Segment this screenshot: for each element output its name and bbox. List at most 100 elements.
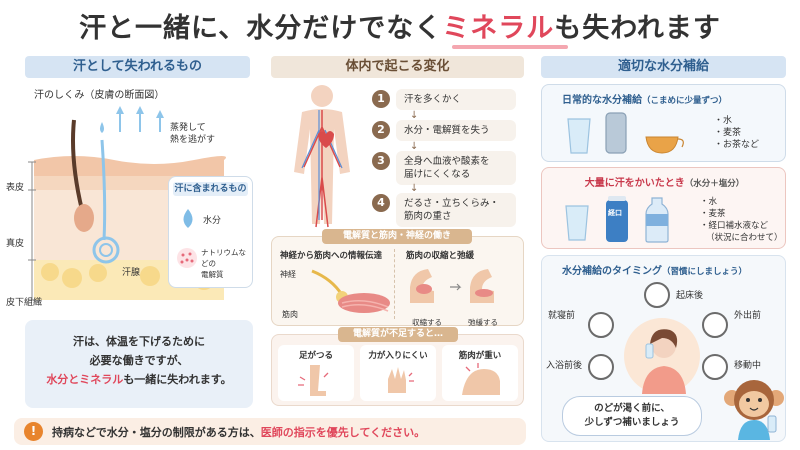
step-4-num: 4 [372, 194, 390, 212]
heavy-drinks-illustration [565, 196, 669, 243]
step-1-text: 汗を多くかく [396, 89, 516, 110]
symptom-3-label: 筋肉が重い [458, 351, 502, 361]
water-drop-icon [183, 209, 193, 228]
symptom-2-label: 力が入りにくい [368, 351, 428, 361]
note-line3: も一緒に失われます。 [123, 373, 232, 386]
note-line1: 汗は、体温を下げるために [73, 335, 205, 348]
arrow-down-icon: ↓ [410, 141, 419, 152]
step-1-num: 1 [372, 90, 390, 108]
clock-going-out-icon [702, 312, 728, 338]
contract-label: 収縮する [412, 318, 442, 327]
daily-item-2: 麦茶 [723, 128, 742, 138]
daily-drinks-illustration [567, 112, 684, 154]
monkey-mascot-icon [724, 380, 784, 440]
step-4: 4 だるさ・立ちくらみ・ 筋肉の重さ [372, 193, 516, 227]
timing-title: 水分補給のタイミング [562, 266, 662, 277]
note-line2: 必要な働きですが、 [89, 354, 189, 367]
sweat-contents-box: 汗に含まれるもの 水分 ナトリウムなどの 電解質 [168, 176, 253, 288]
title-part2: も失われます [554, 13, 721, 44]
symptom-card: 足がつる [278, 345, 354, 401]
arm-contraction-illustration [410, 269, 494, 303]
nerve-muscle-illustration [311, 269, 390, 313]
sweat-drop-icon [100, 122, 104, 133]
step-3: 3 全身へ血液や酸素を 届けにくくなる [372, 151, 516, 185]
bubble-line1: のどが渇く前に、 [594, 403, 670, 414]
evaporate-label: 蒸発して 熱を逃がす [170, 123, 216, 145]
advice-bubble: のどが渇く前に、 少しずつ補いましょう [562, 396, 702, 436]
heart-icon [318, 131, 334, 148]
sweat-note-box: 汗は、体温を下げるために 必要な働きですが、 水分とミネラルも一緒に失われます。 [25, 320, 253, 408]
layer-epidermis-label: 表皮 [6, 183, 25, 193]
electrolyte-lack-box: 電解質が不足すると… 足がつる 力が入りにくい 筋肉が重い [271, 327, 524, 406]
clock-before-sleep-icon [588, 312, 614, 338]
title-underline [452, 45, 568, 49]
lack-title: 電解質が不足すると… [338, 327, 458, 342]
heavy-title: 大量に汗をかいたとき [584, 178, 685, 189]
step-2-num: 2 [372, 121, 390, 139]
electrolyte-label: ナトリウムなどの 電解質 [201, 248, 246, 279]
daily-sub: （こまめに少量ずつ） [642, 96, 728, 106]
layer-dermis-label: 真皮 [6, 239, 25, 249]
arrow-down-icon: ↓ [410, 183, 419, 194]
step-3-num: 3 [372, 152, 390, 170]
step-2-text: 水分・電解質を失う [396, 120, 516, 141]
timing-box: 水分補給のタイミング（習慣にしましょう） 起床後 就寝前 外出前 入浴前後 移動… [541, 255, 786, 442]
sweat-box-title: 汗に含まれるもの [173, 182, 248, 196]
nerve-box-title: 電解質と筋肉・神経の働き [322, 229, 472, 244]
muscle-label: 筋肉 [282, 310, 298, 319]
clock-wake-icon [644, 282, 670, 308]
clock-moving-icon [702, 354, 728, 380]
skin-title: 汗のしくみ（皮膚の断面図） [34, 90, 165, 101]
title-part1: 汗と一緒に、水分だけでなく [79, 13, 443, 44]
symptom-card: 力が入りにくい [360, 345, 436, 401]
timing-going-out: 外出前 [734, 311, 762, 321]
clock-before-bath-icon [588, 354, 614, 380]
title-highlight: ミネラル [442, 13, 555, 44]
bottle-label: 経口 [608, 209, 622, 217]
timing-before-sleep: 就寝前 [548, 311, 576, 321]
heavy-item-2: 麦茶 [708, 209, 726, 219]
step-3-text: 全身へ血液や酸素を 届けにくくなる [396, 151, 516, 185]
daily-item-1: 水 [723, 116, 733, 126]
gland-label: 汗腺 [122, 268, 141, 278]
heavy-sweat-box: 大量に汗をかいたとき（水分＋塩分） 経口 ・水 ・麦茶 ・経口補水液など （状況… [541, 167, 786, 249]
heavy-items: ・水 ・麦茶 ・経口補水液など （状況に合わせて） [700, 197, 783, 243]
arrow-down-icon: ↓ [410, 110, 419, 121]
electrolyte-icon [177, 248, 197, 268]
symptom-1-label: 足がつる [298, 351, 333, 361]
timing-before-bath: 入浴前後 [546, 361, 583, 371]
nerve-signal-title: 神経から筋肉への情報伝達 [280, 251, 383, 261]
heavy-sub: （水分＋塩分） [684, 179, 745, 189]
step-1: 1 汗を多くかく [372, 89, 516, 110]
nerve-label: 神経 [280, 270, 296, 279]
heavy-item-3: 経口補水液など [708, 221, 769, 231]
daily-title: 日常的な水分補給 [562, 95, 642, 106]
left-header: 汗として失われるもの [25, 56, 250, 78]
layer-subcutis-label: 皮下組織 [6, 298, 43, 308]
water-label: 水分 [203, 216, 222, 226]
right-header: 適切な水分補給 [541, 56, 786, 78]
leg-cramp-icon [298, 365, 329, 396]
timing-moving: 移動中 [734, 361, 762, 371]
weak-hand-icon [388, 367, 414, 393]
footer-notice: ! 持病などで水分・塩分の制限がある方は、医師の指示を優先してください。 [14, 418, 526, 445]
heavy-note: （状況に合わせて） [706, 233, 783, 243]
timing-sub: （習慣にしましょう） [662, 267, 748, 277]
divider [394, 249, 395, 319]
nerve-muscle-box: 電解質と筋肉・神経の働き 神経から筋肉への情報伝達 筋肉の収縮と弛緩 神経 筋肉… [271, 229, 524, 327]
bubble-line2: 少しずつ補いましょう [584, 417, 680, 428]
step-2: 2 水分・電解質を失う [372, 120, 516, 141]
note-highlight: 水分とミネラル [46, 373, 124, 386]
footer-text: 持病などで水分・塩分の制限がある方は、 [52, 426, 261, 439]
middle-header: 体内で起こる変化 [271, 56, 524, 78]
daily-item-3: お茶など [723, 140, 760, 150]
timing-wake: 起床後 [676, 291, 704, 301]
symptom-card: 筋肉が重い [442, 345, 518, 401]
daily-hydration-box: 日常的な水分補給（こまめに少量ずつ） ・水 ・麦茶 ・お茶など [541, 84, 786, 162]
step-4-text: だるさ・立ちくらみ・ 筋肉の重さ [396, 193, 516, 227]
warning-icon: ! [24, 422, 43, 441]
heavy-muscle-icon [462, 363, 500, 395]
contraction-title: 筋肉の収縮と弛緩 [406, 251, 475, 261]
daily-items: ・水 ・麦茶 ・お茶など [714, 116, 760, 150]
heavy-item-1: 水 [708, 197, 718, 207]
